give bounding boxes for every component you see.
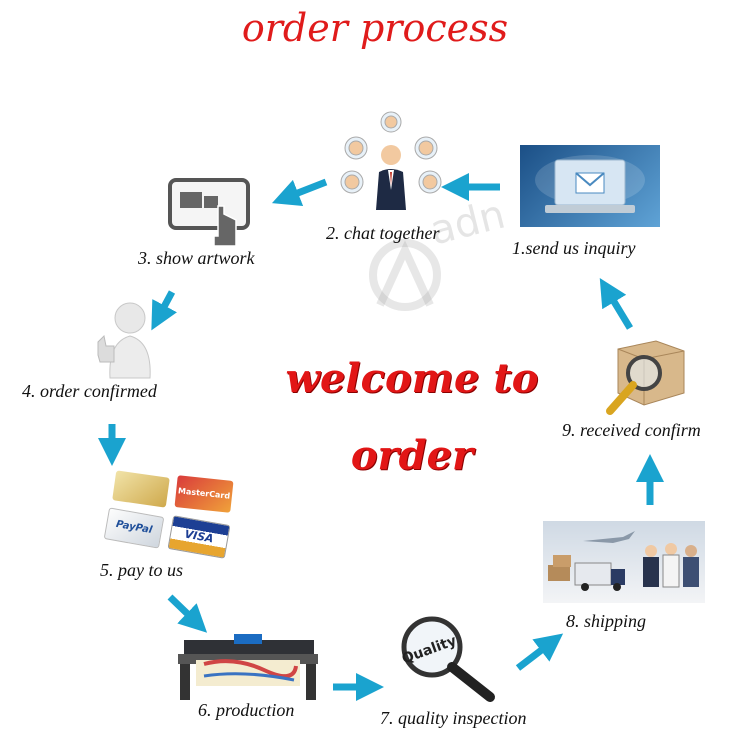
watermark-logo-icon xyxy=(369,239,441,311)
step-8-image xyxy=(543,521,705,603)
laptop-email-icon xyxy=(535,155,645,213)
textile-printer-icon xyxy=(178,634,318,700)
step-8-label: 8. shipping xyxy=(566,611,647,631)
arrow-7-to-8 xyxy=(515,633,564,671)
package-magnifier-icon xyxy=(606,340,685,415)
mastercard-card: MasterCard xyxy=(174,475,234,513)
shipping-logistics-icon xyxy=(548,531,699,591)
touch-screen-icon xyxy=(168,178,250,247)
thumbs-up-figure-icon xyxy=(97,302,151,379)
visa-card: VISA xyxy=(167,515,231,559)
paypal-card: PayPal xyxy=(103,507,165,549)
step-6-label: 6. production xyxy=(198,700,295,720)
payment-cards-icon: MasterCard PayPal VISA xyxy=(103,468,236,560)
step-1-image xyxy=(520,145,660,227)
step-7-label: 7. quality inspection xyxy=(380,708,527,728)
step-9-label: 9. received confirm xyxy=(562,420,701,440)
welcome-line-2: order xyxy=(350,432,474,479)
diagram-title: order process xyxy=(241,6,509,50)
arrow-2-to-3 xyxy=(271,178,328,206)
arrow-9-to-1 xyxy=(599,278,633,330)
step-3-label: 3. show artwork xyxy=(138,248,255,268)
quality-magnifier-icon: Quality xyxy=(400,616,495,702)
gold-card xyxy=(112,470,170,508)
arrow-3-to-4 xyxy=(151,290,177,331)
arrow-5-to-6 xyxy=(167,594,208,633)
step-5-label: 5. pay to us xyxy=(100,560,183,580)
step-4-label: 4. order confirmed xyxy=(22,381,157,401)
welcome-line-1: welcome to xyxy=(285,355,539,402)
step-1-label: 1.send us inquiry xyxy=(512,238,636,258)
step-2-label: 2. chat together xyxy=(326,223,440,243)
business-people-chat-icon xyxy=(340,111,442,210)
